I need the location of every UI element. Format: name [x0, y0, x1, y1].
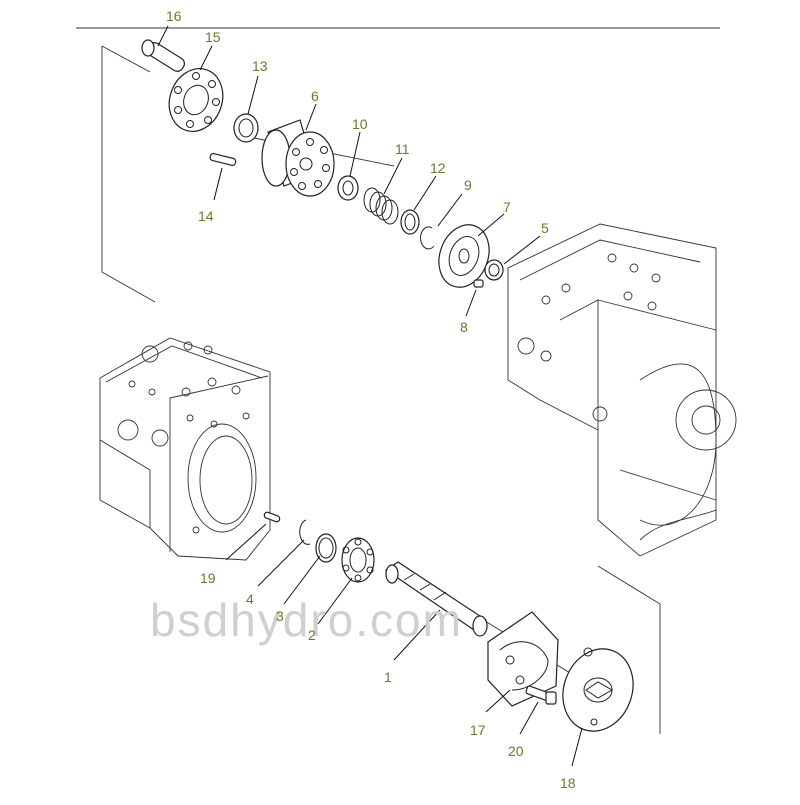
part-19-pin — [263, 511, 281, 523]
pump-housing-left — [99, 337, 271, 561]
callout-5: 5 — [541, 220, 549, 236]
callout-labels: 16 15 13 6 10 11 12 9 7 5 8 14 19 4 3 2 … — [166, 8, 576, 791]
callout-17: 17 — [470, 722, 486, 738]
part-2-roller-bearing — [341, 537, 375, 583]
part-9-snap-ring — [420, 226, 435, 250]
part-20-bolt — [525, 685, 557, 705]
part-18-cover — [562, 647, 634, 732]
part-14-pin — [209, 152, 237, 166]
callout-4: 4 — [246, 591, 254, 607]
callout-16: 16 — [166, 8, 182, 24]
callout-18: 18 — [560, 775, 576, 791]
part-7-valve-plate — [438, 224, 490, 288]
callout-13: 13 — [252, 58, 268, 74]
callout-11: 11 — [395, 141, 410, 157]
part-13-bushing — [233, 113, 259, 143]
part-8-pin — [473, 279, 484, 288]
part-16-pin — [141, 39, 186, 72]
callout-14: 14 — [198, 208, 214, 224]
part-1-drive-shaft — [384, 561, 488, 637]
part-17-swash-plate — [487, 611, 559, 707]
part-12-washer — [400, 209, 420, 235]
callout-19: 19 — [200, 570, 216, 586]
leader-lines — [157, 25, 583, 767]
part-4-snap-ring — [299, 519, 311, 545]
callout-12: 12 — [430, 160, 446, 176]
part-11-spring — [363, 187, 399, 225]
part-3-shim-ring — [315, 533, 337, 563]
callout-3: 3 — [276, 608, 284, 624]
callout-20: 20 — [508, 743, 524, 759]
callout-9: 9 — [464, 177, 472, 193]
callout-2: 2 — [308, 627, 316, 643]
callout-7: 7 — [503, 199, 511, 215]
callout-6: 6 — [311, 88, 319, 104]
pump-housing-right — [507, 223, 737, 557]
callout-1: 1 — [384, 669, 392, 685]
part-6-cylinder-block — [261, 119, 335, 197]
callout-15: 15 — [205, 29, 221, 45]
part-5-bushing — [484, 259, 504, 281]
callout-8: 8 — [460, 319, 468, 335]
part-10-spring-seat — [337, 175, 359, 201]
watermark-text: bsdhydro.com — [150, 594, 463, 646]
part-15-retainer-plate — [168, 68, 224, 132]
callout-10: 10 — [352, 116, 368, 132]
